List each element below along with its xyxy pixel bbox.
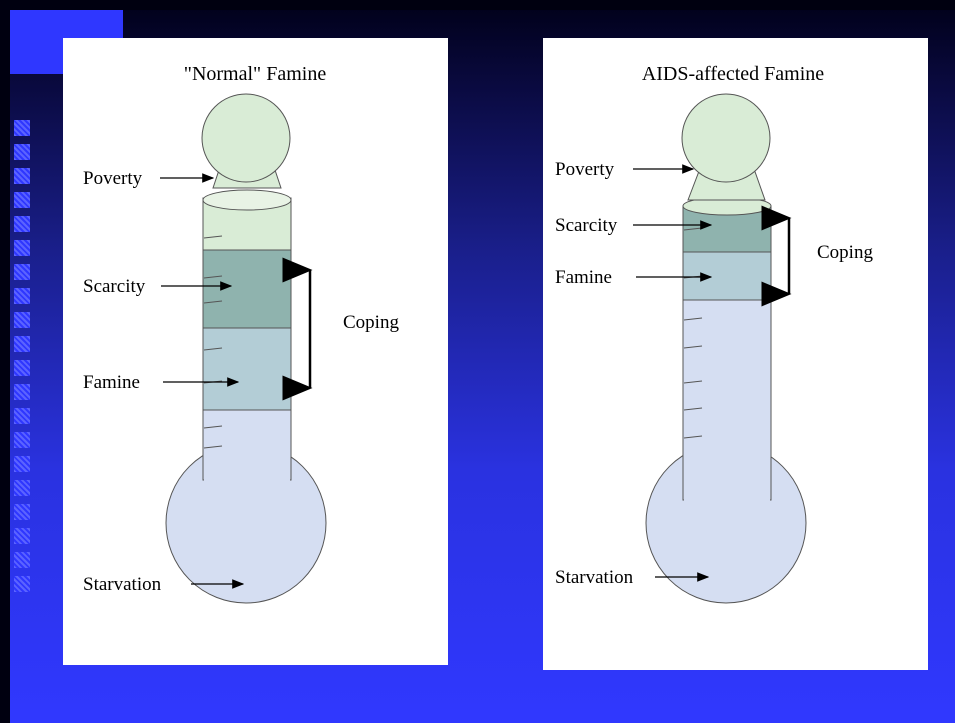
famine-band [203,328,291,410]
decorative-bullet-column [14,120,30,600]
bullet-square [14,528,30,544]
bullet-square [14,192,30,208]
bullet-square [14,504,30,520]
poverty-band-top [203,190,291,210]
top-band [0,0,955,10]
bullet-square [14,216,30,232]
coping-label: Coping [343,312,399,333]
normal-famine-thermometer: "Normal" Famine Poverty Scarcity [63,38,448,665]
bullet-square [14,168,30,184]
bulb-neck [684,458,770,503]
bullet-square [14,456,30,472]
bullet-square [14,552,30,568]
poverty-label: Poverty [83,168,143,189]
bullet-square [14,360,30,376]
bullet-square [14,144,30,160]
starvation-label: Starvation [555,567,634,588]
starvation-label: Starvation [83,574,162,595]
normal-famine-panel: "Normal" Famine Poverty Scarcity [63,38,448,665]
left-strip [0,0,10,723]
bullet-square [14,432,30,448]
scarcity-label: Scarcity [555,215,618,236]
top-knob [202,94,290,182]
bullet-square [14,576,30,592]
bullet-square [14,264,30,280]
panel-title: AIDS-affected Famine [642,63,824,85]
scarcity-label: Scarcity [83,276,146,297]
bullet-square [14,408,30,424]
bullet-square [14,288,30,304]
bulb-neck [204,458,290,498]
bullet-square [14,384,30,400]
aids-famine-panel: AIDS-affected Famine Poverty Scarcity F [543,38,928,670]
aids-famine-thermometer: AIDS-affected Famine Poverty Scarcity F [543,38,928,670]
scarcity-band [203,250,291,328]
coping-label: Coping [817,242,873,263]
bullet-square [14,312,30,328]
famine-band [683,252,771,300]
famine-label: Famine [555,267,612,288]
panel-title: "Normal" Famine [184,63,327,85]
top-knob [682,94,770,182]
bullet-square [14,120,30,136]
famine-label: Famine [83,372,140,393]
bullet-square [14,480,30,496]
poverty-label: Poverty [555,159,615,180]
bullet-square [14,336,30,352]
bullet-square [14,240,30,256]
